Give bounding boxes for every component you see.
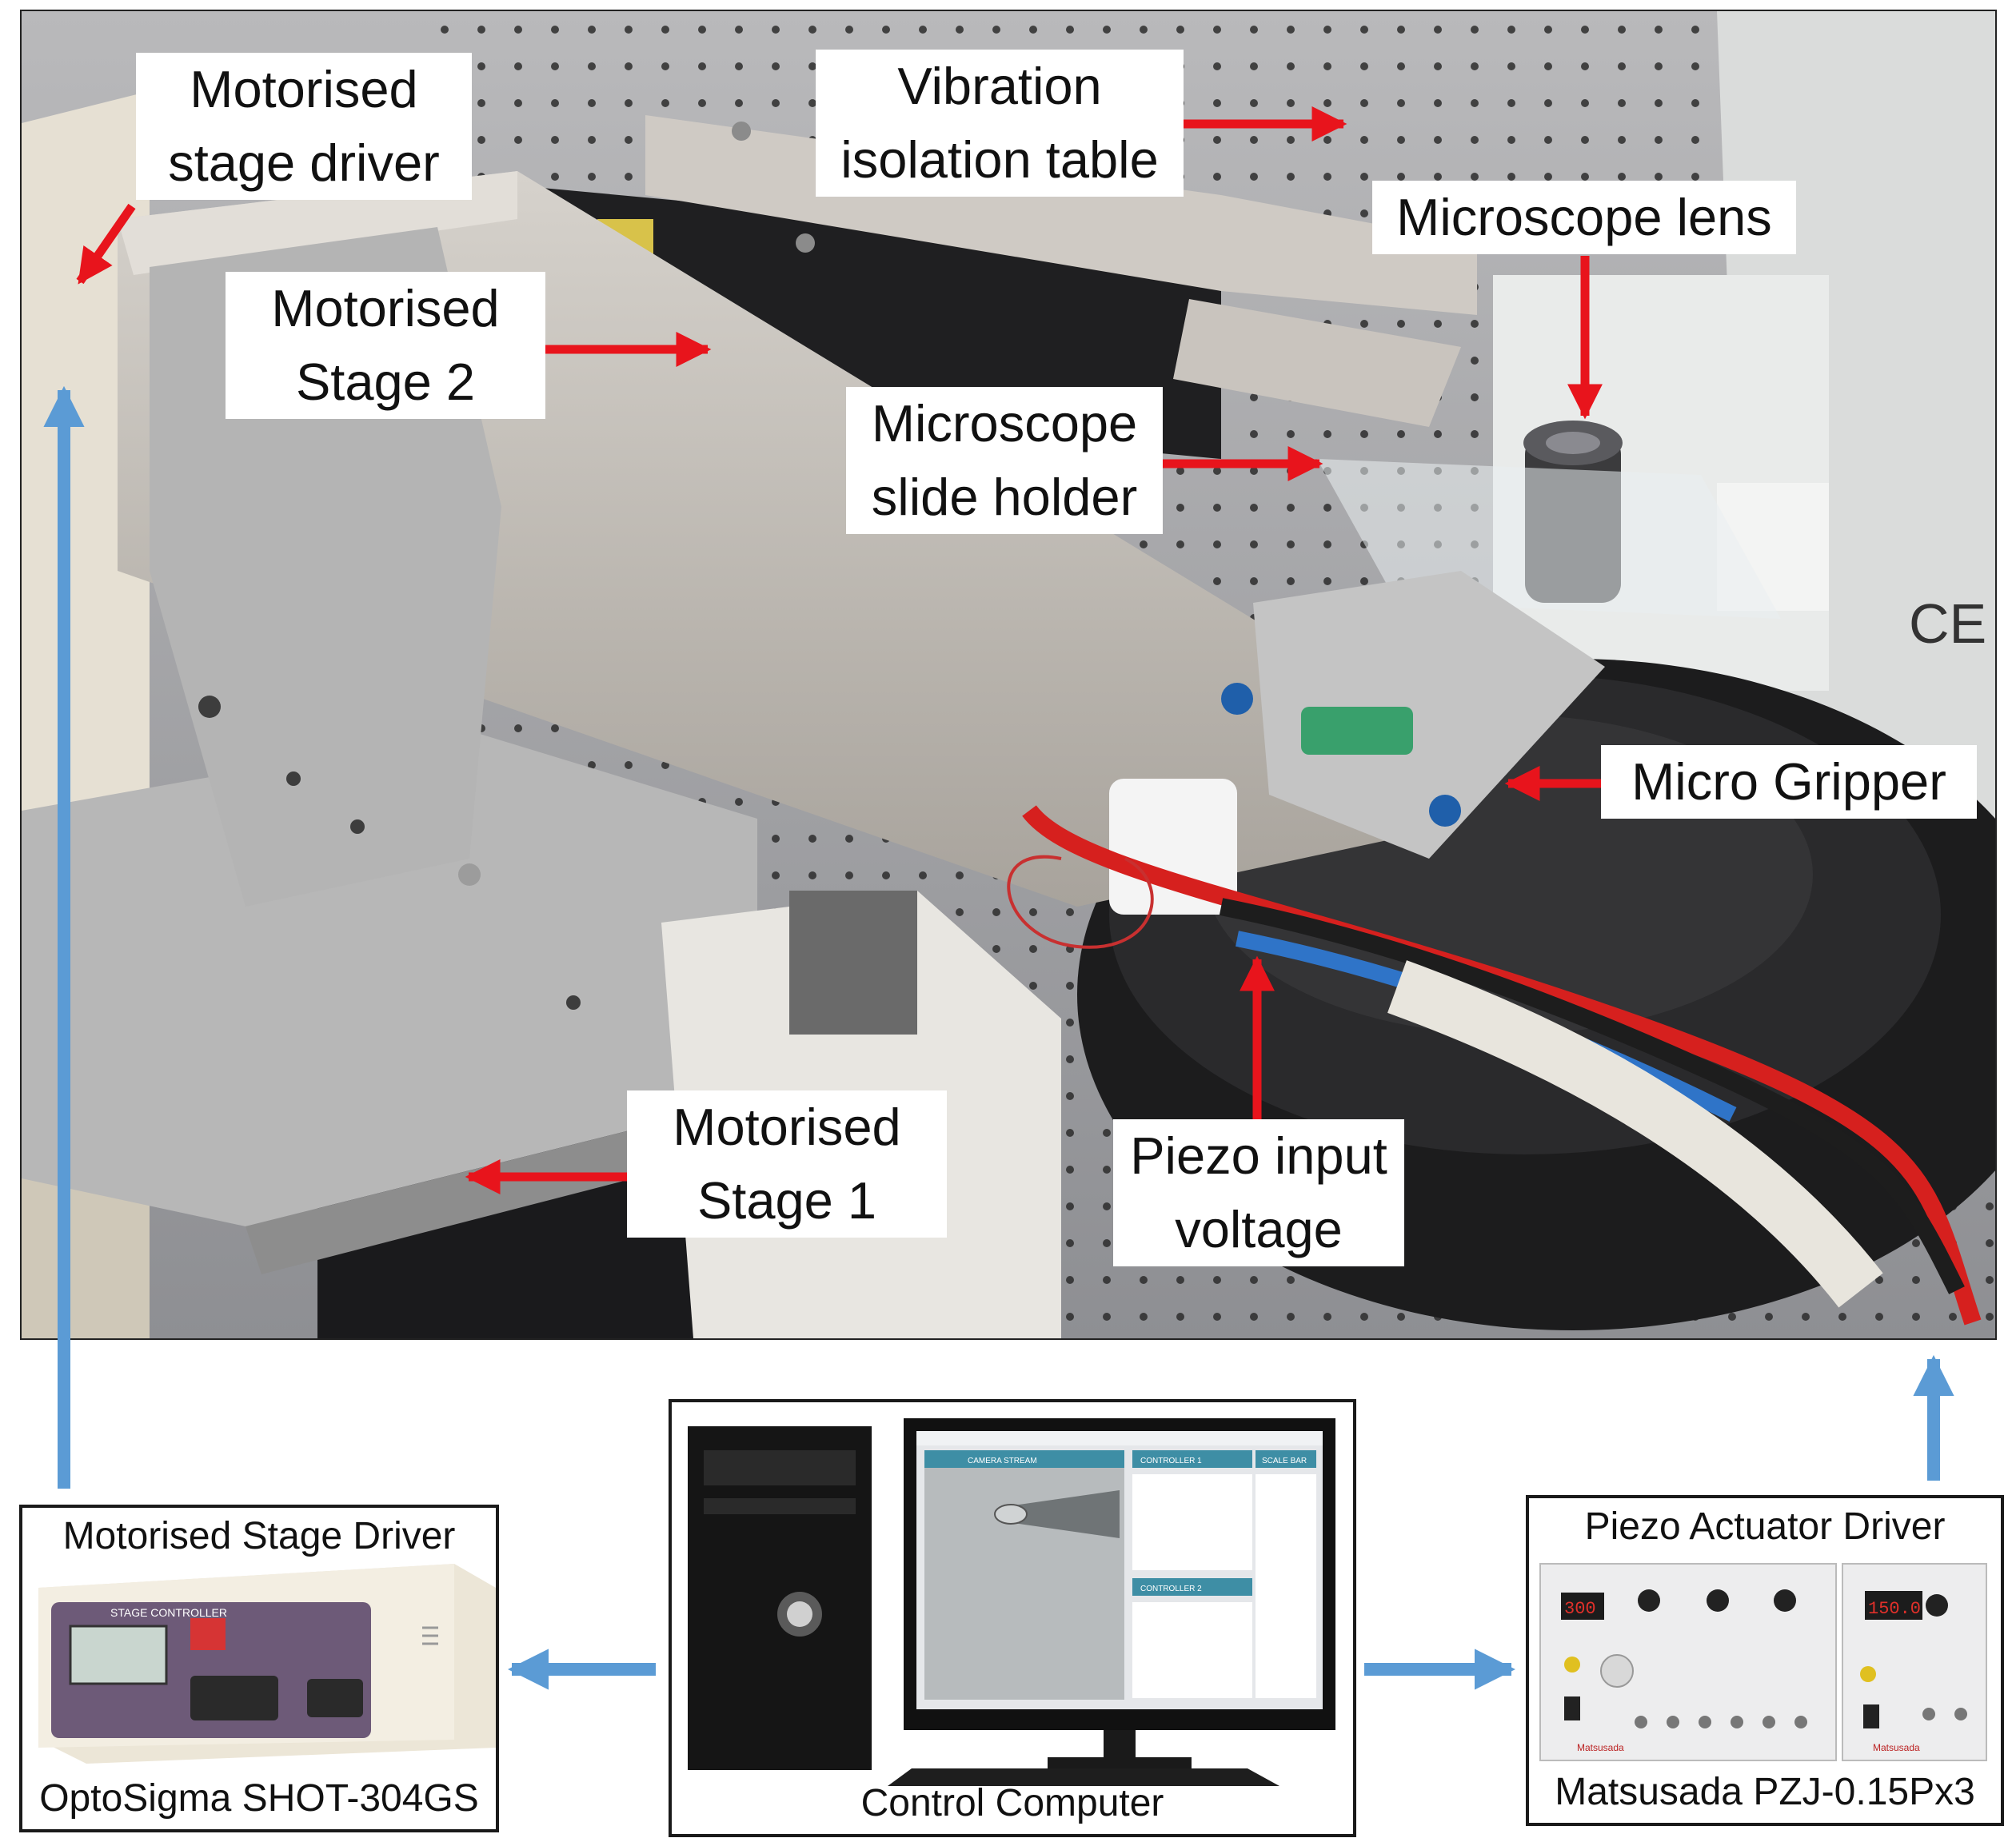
screen-tab-controller-2: CONTROLLER 2 (1140, 1585, 1202, 1593)
screen-tab-camera: CAMERA STREAM (968, 1457, 1037, 1465)
label-motorised-stage-2: Motorised Stage 2 (226, 272, 545, 419)
screen-tab-controller-1: CONTROLLER 1 (1140, 1457, 1202, 1465)
piezo-driver-illustration: 300 150.0 Matsusada Matsusada (1539, 1563, 1987, 1761)
stage-driver-model: OptoSigma SHOT-304GS (39, 1777, 479, 1820)
piezo-display-2: 150.0 (1868, 1599, 1921, 1619)
piezo-driver-title: Piezo Actuator Driver (1584, 1505, 1946, 1548)
label-motorised-stage-1: Motorised Stage 1 (627, 1090, 947, 1238)
svg-text:CE: CE (1909, 592, 1986, 655)
stage-driver-title: Motorised Stage Driver (62, 1515, 456, 1557)
label-micro-gripper: Micro Gripper (1601, 745, 1977, 819)
piezo-driver-model: Matsusada PZJ-0.15Px3 (1555, 1771, 1975, 1813)
label-microscope-slide-holder: Microscope slide holder (846, 387, 1163, 534)
computer-illustration: CAMERA STREAM CONTROLLER 1 CONTROLLER 2 … (688, 1418, 1335, 1786)
screen-tab-scale: SCALE BAR (1262, 1457, 1307, 1465)
piezo-display-1: 300 (1564, 1599, 1596, 1619)
label-microscope-lens: Microscope lens (1372, 181, 1796, 254)
piezo-brand-1: Matsusada (1577, 1742, 1624, 1753)
stage-driver-panel-text: STAGE CONTROLLER (110, 1606, 227, 1619)
piezo-brand-2: Matsusada (1873, 1742, 1920, 1753)
label-vibration-isolation-table: Vibration isolation table (816, 50, 1184, 197)
stage-driver-box: Motorised Stage Driver STAGE CONTROLLER … (19, 1505, 499, 1832)
label-motorised-stage-driver: Motorised stage driver (136, 53, 472, 200)
label-piezo-input-voltage: Piezo input voltage (1113, 1119, 1404, 1266)
computer-caption: Control Computer (860, 1782, 1164, 1824)
piezo-driver-box: Piezo Actuator Driver 300 150.0 (1526, 1495, 2004, 1826)
control-computer-box: CAMERA STREAM CONTROLLER 1 CONTROLLER 2 … (669, 1399, 1356, 1837)
stage-driver-illustration: STAGE CONTROLLER (38, 1564, 496, 1764)
